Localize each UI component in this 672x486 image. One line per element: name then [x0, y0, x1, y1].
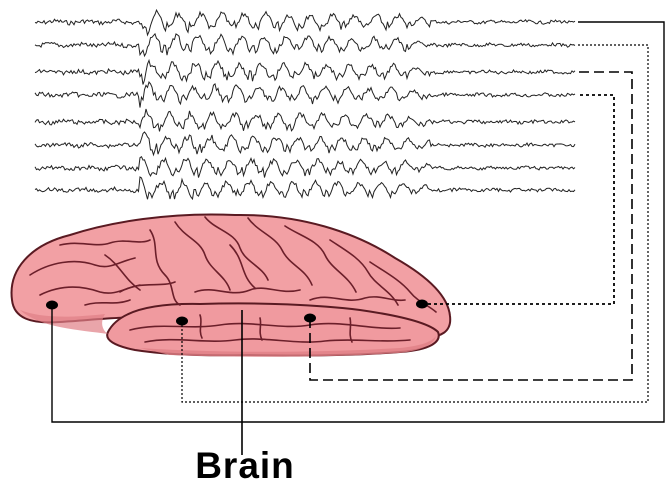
eeg-trace-2	[35, 34, 575, 56]
eeg-trace-8	[35, 177, 575, 199]
eeg-trace-1	[35, 10, 575, 35]
eeg-trace-5	[35, 109, 575, 131]
brain-label: Brain	[160, 446, 330, 486]
eeg-trace-3	[35, 60, 575, 84]
eeg-trace-7	[35, 157, 575, 178]
connector-dotted	[422, 95, 614, 304]
eeg-traces	[35, 10, 575, 199]
eeg-trace-6	[35, 132, 575, 155]
eeg-trace-4	[35, 82, 575, 108]
brain-illustration	[12, 214, 451, 356]
